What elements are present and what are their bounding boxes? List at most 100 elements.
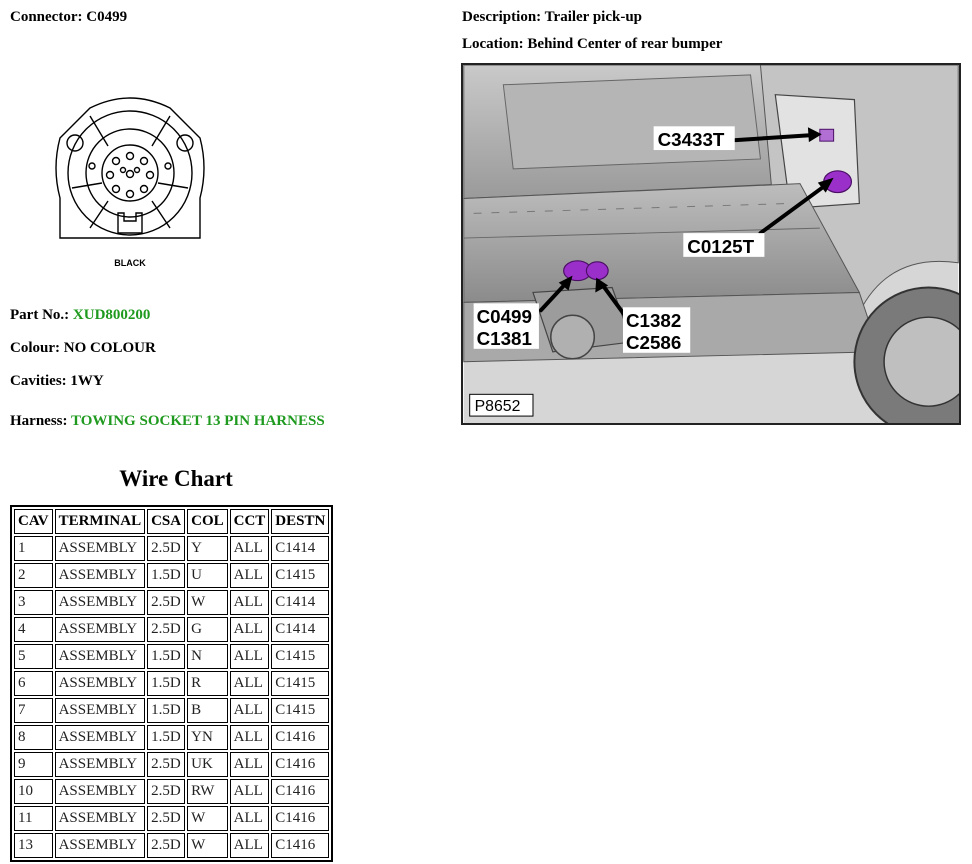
cell-cct: ALL — [229, 752, 270, 777]
callout-c2586: C2586 — [626, 332, 681, 353]
cell-destn: C1415 — [271, 563, 330, 588]
cell-csa: 1.5D — [147, 725, 186, 750]
description: Description: Trailer pick-up — [462, 9, 642, 26]
cell-csa: 2.5D — [147, 806, 186, 831]
header-col: COL — [187, 509, 228, 534]
colour: Colour: NO COLOUR — [10, 340, 156, 357]
cell-cct: ALL — [229, 698, 270, 723]
cell-csa: 1.5D — [147, 644, 186, 669]
callout-c3433t: C3433T — [658, 129, 725, 150]
cell-col: B — [187, 698, 228, 723]
cell-cct: ALL — [229, 779, 270, 804]
wire-chart-title: Wire Chart — [119, 466, 233, 491]
callout-c0499: C0499 — [477, 306, 532, 327]
callout-c1382: C1382 — [626, 310, 681, 331]
cell-col: G — [187, 617, 228, 642]
cell-cav: 7 — [14, 698, 53, 723]
cell-csa: 1.5D — [147, 698, 186, 723]
cell-terminal: ASSEMBLY — [54, 536, 146, 561]
cell-cav: 11 — [14, 806, 53, 831]
cell-col: Y — [187, 536, 228, 561]
cell-destn: C1415 — [271, 698, 330, 723]
cell-terminal: ASSEMBLY — [54, 644, 146, 669]
cell-cct: ALL — [229, 671, 270, 696]
cell-cct: ALL — [229, 806, 270, 831]
cell-cct: ALL — [229, 563, 270, 588]
cell-col: W — [187, 833, 228, 858]
cell-destn: C1414 — [271, 536, 330, 561]
header-csa: CSA — [147, 509, 186, 534]
cell-destn: C1416 — [271, 725, 330, 750]
cell-col: W — [187, 806, 228, 831]
cell-cct: ALL — [229, 833, 270, 858]
cell-col: R — [187, 671, 228, 696]
cell-cct: ALL — [229, 725, 270, 750]
cell-terminal: ASSEMBLY — [54, 806, 146, 831]
cell-cav: 1 — [14, 536, 53, 561]
location-value: Behind Center of rear bumper — [527, 36, 723, 52]
cell-cav: 4 — [14, 617, 53, 642]
cell-csa: 2.5D — [147, 590, 186, 615]
cell-col: N — [187, 644, 228, 669]
cell-destn: C1416 — [271, 752, 330, 777]
header-destn: DESTN — [271, 509, 330, 534]
connector-face-diagram: BLACK — [55, 97, 205, 268]
cell-col: UK — [187, 752, 228, 777]
callout-c0125t: C0125T — [687, 236, 754, 257]
cell-cav: 2 — [14, 563, 53, 588]
location-label: Location: — [462, 36, 524, 52]
cell-col: U — [187, 563, 228, 588]
cell-cct: ALL — [229, 590, 270, 615]
cell-cav: 6 — [14, 671, 53, 696]
cell-destn: C1414 — [271, 590, 330, 615]
header-terminal: TERMINAL — [54, 509, 146, 534]
connector-label: Connector: — [10, 9, 83, 25]
cell-csa: 2.5D — [147, 752, 186, 777]
cell-cav: 13 — [14, 833, 53, 858]
part-number-label: Part No.: — [10, 307, 70, 323]
cell-terminal: ASSEMBLY — [54, 752, 146, 777]
cell-csa: 2.5D — [147, 833, 186, 858]
connector-location-photo: C3433T C0125T C0499 C1381 C1382 C2586 P8… — [461, 63, 961, 425]
cell-csa: 2.5D — [147, 536, 186, 561]
cavities-label: Cavities: — [10, 373, 67, 389]
harness-link[interactable]: TOWING SOCKET 13 PIN HARNESS — [70, 413, 325, 429]
harness-label: Harness: — [10, 413, 68, 429]
cell-col: RW — [187, 779, 228, 804]
cell-terminal: ASSEMBLY — [54, 590, 146, 615]
cell-destn: C1415 — [271, 644, 330, 669]
cell-col: W — [187, 590, 228, 615]
cell-csa: 2.5D — [147, 617, 186, 642]
cell-cav: 3 — [14, 590, 53, 615]
cell-csa: 2.5D — [147, 779, 186, 804]
cell-destn: C1416 — [271, 779, 330, 804]
description-label: Description: — [462, 9, 542, 25]
cell-cav: 9 — [14, 752, 53, 777]
cell-cct: ALL — [229, 536, 270, 561]
harness: Harness: TOWING SOCKET 13 PIN HARNESS — [10, 413, 325, 430]
part-number: Part No.: XUD800200 — [10, 307, 150, 324]
table-header-row: CAV TERMINAL CSA COL CCT DESTN — [14, 509, 330, 534]
cell-terminal: ASSEMBLY — [54, 698, 146, 723]
cell-csa: 1.5D — [147, 671, 186, 696]
cell-cav: 5 — [14, 644, 53, 669]
cell-terminal: ASSEMBLY — [54, 725, 146, 750]
cell-terminal: ASSEMBLY — [54, 671, 146, 696]
connector-value: C0499 — [86, 9, 128, 25]
photo-figure-id: P8652 — [475, 398, 521, 415]
part-number-link[interactable]: XUD800200 — [72, 307, 151, 323]
cell-cct: ALL — [229, 617, 270, 642]
